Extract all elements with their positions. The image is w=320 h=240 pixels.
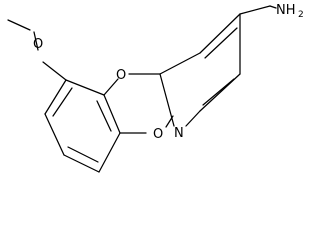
bond-c3-c4 [199, 13, 241, 54]
bond-c2prime-c3prime-inner [52, 87, 73, 117]
pyridine-nitrogen-label: N [174, 126, 184, 141]
bond-c3prime-c4prime [44, 113, 65, 156]
bond-o-bottom-ch3 [165, 115, 174, 128]
bond-c2prime-o-top [42, 61, 67, 81]
bond-ch2-n [269, 5, 277, 9]
pyridine-ring [159, 13, 241, 127]
bond-o-top-ch3b [33, 31, 39, 51]
ether-oxygen-label: O [116, 68, 126, 83]
amine-nitrogen-label: NH [276, 3, 296, 18]
aminomethyl-group [239, 5, 277, 15]
amine-h-count-label: 2 [298, 10, 304, 20]
chemical-structure: NH 2 O N O O [7, 3, 304, 173]
bond-c4-ch2 [239, 5, 271, 15]
bond-c4prime-c5prime [63, 154, 100, 173]
methoxy-oxygen-bottom-label: O [153, 127, 163, 142]
methoxy-bottom [119, 115, 174, 134]
methoxy-top [7, 19, 67, 81]
bond-c1-c6prime-inner [96, 100, 112, 132]
bond-c2-c3 [159, 52, 201, 75]
benzene-ring [44, 79, 121, 173]
bond-c1-c2prime [65, 79, 105, 96]
bond-c5-c6-inner [202, 78, 235, 106]
bond-c2prime-c3prime [44, 79, 67, 115]
bond-c4prime-c5prime-inner [67, 146, 99, 163]
ether-link [103, 73, 161, 96]
bond-o-c1prime [103, 78, 119, 96]
methoxy-oxygen-top-label: O [33, 37, 43, 52]
bond-o-top-ch3 [7, 19, 31, 31]
bond-c3-c4-inner [204, 27, 238, 59]
bond-c5prime-c6prime [98, 132, 121, 173]
bond-c1-c6prime [103, 94, 121, 134]
bond-c6-n1 [185, 110, 201, 127]
